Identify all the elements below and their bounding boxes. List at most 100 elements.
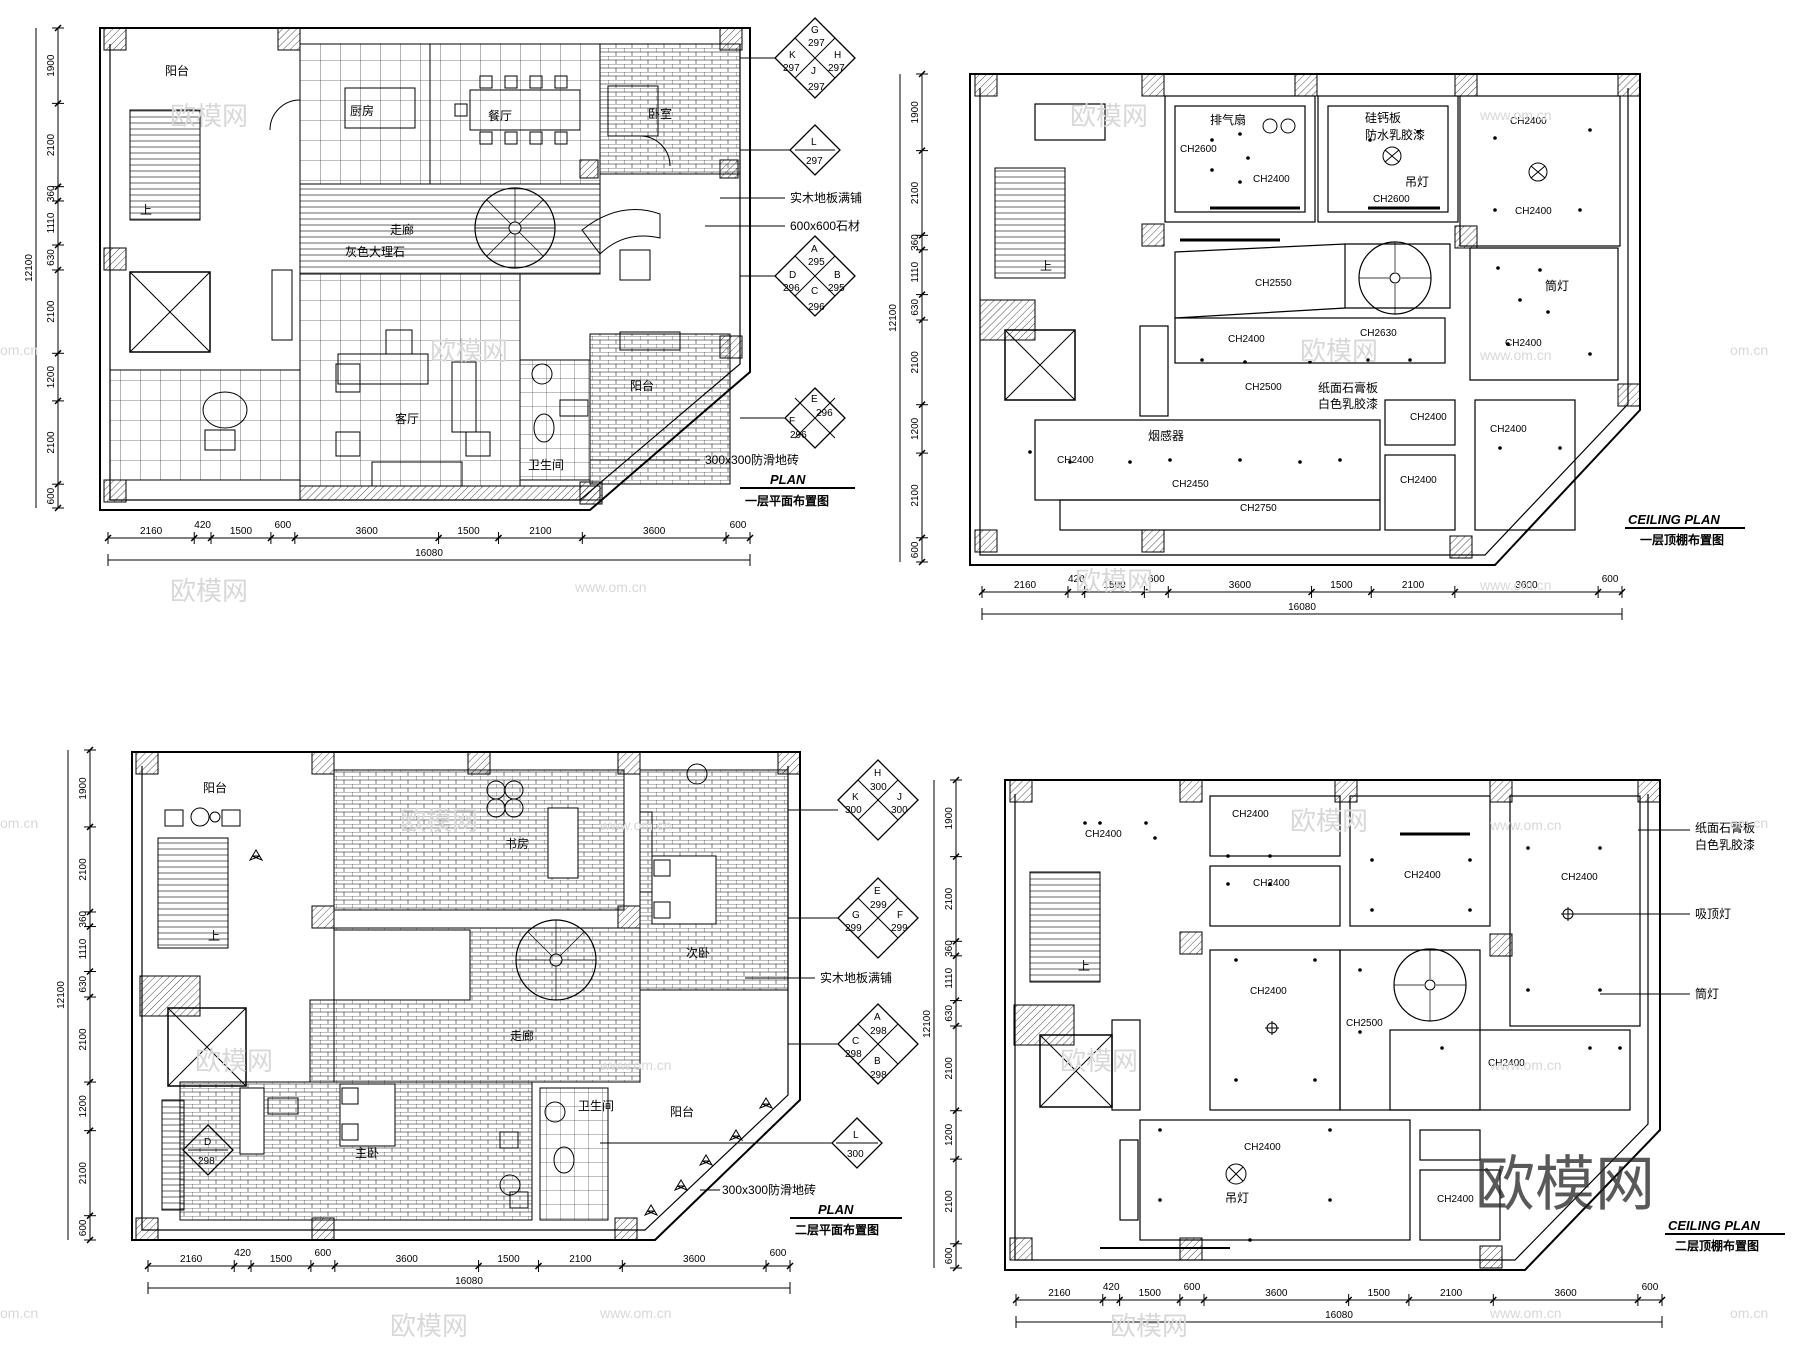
svg-text:A: A [811,244,818,255]
plan2-outline [969,73,1641,566]
plan2-label-paint-1: 防水乳胶漆 [1365,127,1425,142]
plan1-room-corridor: 走廊 [390,222,414,237]
brand-watermark-large: 欧模网 [1475,1151,1655,1218]
dimension-label: 2100 [46,133,57,156]
downlight-icon [1246,156,1250,160]
dimension-label: 3600 [396,1254,419,1265]
plan1-room-wc: 卫生间 [528,458,564,472]
downlight-icon [1158,1128,1162,1132]
plan3-marker-egf: E 299 G 299 F 299 [788,877,919,959]
svg-text:297: 297 [783,63,800,74]
downlight-icon [1226,882,1230,886]
svg-text:K: K [852,792,859,803]
plan3-marker-hkj: H 300 K 300 J 300 [788,759,919,841]
downlight-icon [1168,458,1172,462]
plan1-title-zh: 一层平面布置图 [745,493,829,508]
plan1-corridor-tiles [299,183,601,275]
downlight-icon [1234,958,1238,962]
svg-text:www.om.cn: www.om.cn [1489,1057,1562,1073]
dimension-label: 1500 [457,526,480,537]
plan2-stair [994,167,1066,279]
downlight-icon [1598,988,1602,992]
svg-text:欧模网: 欧模网 [170,101,248,131]
svg-text:300: 300 [870,782,887,793]
dimension-label: 3600 [356,526,379,537]
plan1-room-dining: 餐厅 [488,108,512,123]
dimension-label: 2100 [1402,580,1425,591]
plan2-label-downlight: 筒灯 [1545,278,1569,293]
dimension-label: 1200 [46,366,57,389]
plan2-label-gypsum: 纸面石膏板 [1318,380,1378,395]
plan4-downlights [1083,821,1622,1242]
svg-text:J: J [897,792,902,803]
svg-text:B: B [874,1056,881,1067]
svg-text:欧模网: 欧模网 [1060,1046,1138,1076]
plan4-title-zh: 二层顶棚布置图 [1675,1238,1759,1253]
plan3-room-balcony: 阳台 [203,780,227,795]
svg-text:300: 300 [847,1149,864,1160]
downlight-icon [1238,458,1242,462]
downlight-icon [1328,1128,1332,1132]
dimension-label: 2100 [529,526,552,537]
svg-text:CH2600: CH2600 [1180,144,1217,155]
plan3-study-floor [333,769,625,911]
plan1-marker-adbc: A 295 D 296 B 295 C 296 [740,235,856,317]
svg-text:om.cn: om.cn [1730,342,1768,358]
dimension-total: 12100 [56,981,67,1009]
svg-text:CH2630: CH2630 [1360,328,1397,339]
plan2-title-en: CEILING PLAN [1628,512,1720,527]
downlight-icon [1468,908,1472,912]
svg-text:欧模网: 欧模网 [195,1046,273,1076]
plan-second-floor: 阳台 书房 次卧 走廊 主卧 卫生间 阳台 上 实木地板满铺 300x300防滑… [56,746,919,1294]
plan4-notes: 纸面石膏板 白色乳胶漆 吸顶灯 筒灯 [1575,820,1755,1001]
svg-text:CH2400: CH2400 [1232,809,1269,820]
svg-text:296: 296 [816,408,833,419]
plan2-label-pendant: 吊灯 [1405,175,1429,189]
svg-text:欧模网: 欧模网 [170,576,248,606]
downlight-icon [1313,1078,1317,1082]
plan1-marker-l: L 297 [740,124,841,176]
plan1-kitchen-tiles [299,43,431,185]
plan2-label-fan: 排气扇 [1210,112,1246,127]
plan1-spiral-stair [474,187,556,269]
dimension-label: 1900 [944,807,955,830]
dimension-label: 360 [910,234,921,251]
dimension-label: 1110 [944,967,955,988]
svg-text:CH2400: CH2400 [1244,1142,1281,1153]
svg-text:296: 296 [808,302,825,313]
svg-text:欧模网: 欧模网 [400,806,478,836]
plan3-note-antislip: 300x300防滑地砖 [722,1182,816,1197]
downlight-icon [1546,310,1550,314]
svg-text:www.om.cn: www.om.cn [1479,107,1552,123]
plan1-note-antislip: 300x300防滑地砖 [705,452,799,467]
svg-text:300: 300 [845,805,862,816]
downlight-icon [1526,988,1530,992]
svg-text:欧模网: 欧模网 [1300,336,1378,366]
plan-second-ceiling: CH2400 CH2400 CH2400 CH2400 CH2400 CH240… [922,776,1785,1328]
dimension-label: 600 [1642,1282,1659,1293]
dimension-total: 12100 [24,254,35,282]
dimension-label: 600 [1184,1282,1201,1293]
plan3-room-balcony-2: 阳台 [670,1104,694,1119]
svg-text:欧模网: 欧模网 [430,336,508,366]
downlight-icon [1268,854,1272,858]
svg-text:om.cn: om.cn [0,342,38,358]
downlight-icon [1416,130,1420,134]
plan4-ceiling-panels [1100,795,1641,1249]
svg-text:欧模网: 欧模网 [1110,1311,1188,1341]
svg-text:CH2500: CH2500 [1346,1018,1383,1029]
dimension-label: 1900 [46,54,57,77]
svg-text:CH2400: CH2400 [1505,338,1542,349]
dimension-label: 2100 [78,858,89,881]
dimension-label: 2100 [910,181,921,204]
plan3-wc-floor [539,1087,609,1221]
svg-text:CH2400: CH2400 [1253,174,1290,185]
svg-text:CH2400: CH2400 [1490,424,1527,435]
downlight-icon [1493,136,1497,140]
plan1-wc-floor [519,359,591,481]
dimension-label: 1500 [1368,1288,1391,1299]
plan1-index-markers: G 297 K 297 H 297 J 297 L 297 A [740,17,856,449]
